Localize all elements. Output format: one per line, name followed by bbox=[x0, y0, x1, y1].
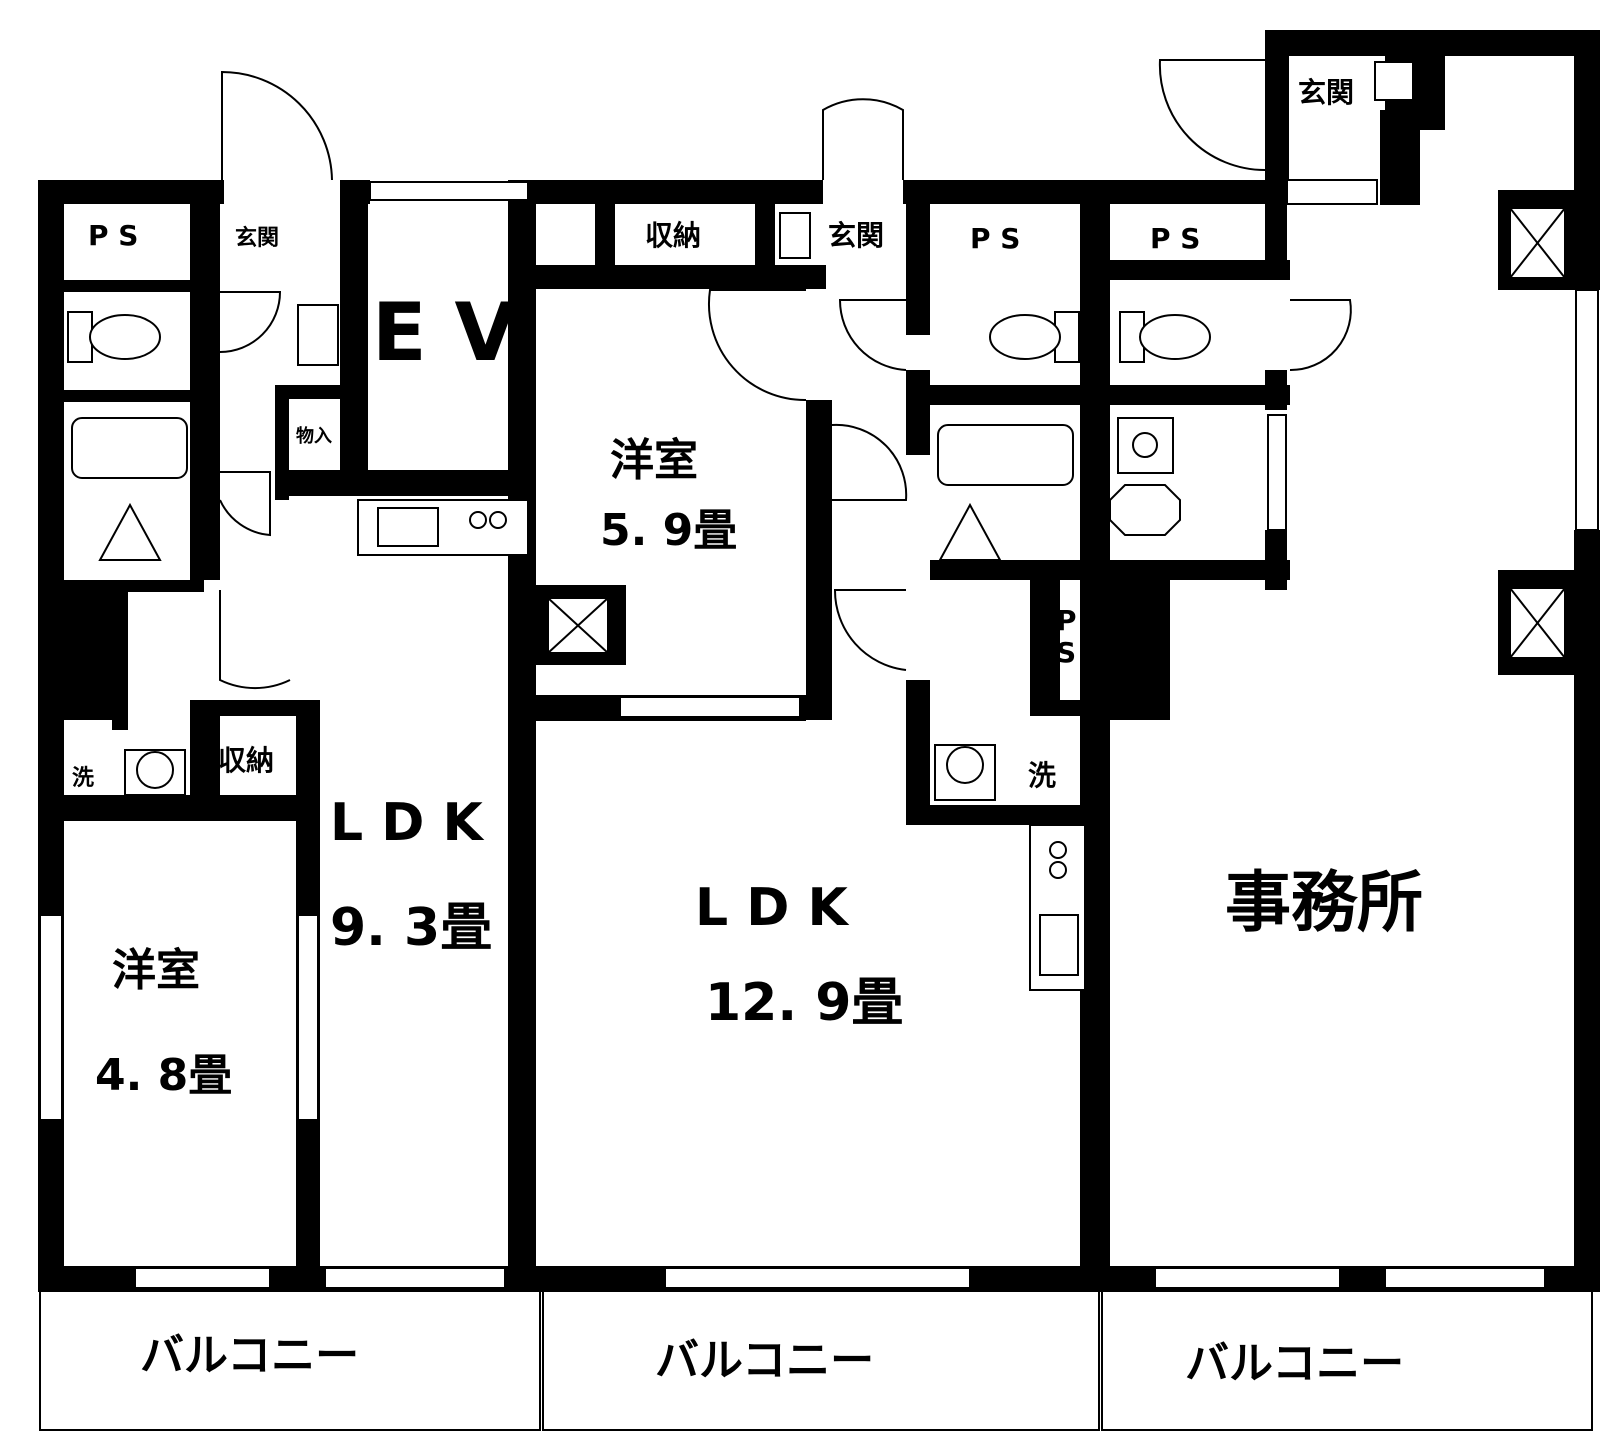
doors bbox=[219, 59, 1352, 690]
fixtures bbox=[67, 61, 1566, 991]
office-label: 事務所 bbox=[1225, 864, 1423, 941]
ldk-size: 12. 9畳 bbox=[705, 973, 903, 1033]
room-labels: P S 玄関 E V 物入 P S 洗 収納 洋室 4. 8畳 L D K 9.… bbox=[68, 76, 1423, 1389]
windows bbox=[39, 179, 1599, 1289]
ps-mid-v1: P bbox=[1056, 604, 1077, 637]
bathtub-icon bbox=[937, 424, 1074, 486]
genkan-label: 玄関 bbox=[1298, 76, 1354, 109]
ev-label: E V bbox=[372, 286, 517, 379]
ps-left-v1: P bbox=[68, 606, 89, 639]
ps-mid2-v1: P bbox=[1124, 604, 1145, 637]
bathtub-icon bbox=[71, 417, 188, 479]
monoire-label: 物入 bbox=[296, 425, 332, 447]
ps-label: P S bbox=[88, 219, 138, 252]
storage-label: 収納 bbox=[645, 219, 701, 252]
toilet-icon bbox=[67, 311, 93, 363]
balcony-label: バルコニー bbox=[140, 1330, 359, 1381]
western-room-size: 4. 8畳 bbox=[95, 1050, 232, 1101]
genkan-label: 玄関 bbox=[235, 225, 279, 251]
ldk-label: L D K bbox=[695, 878, 850, 938]
ps-label: P S bbox=[970, 222, 1020, 255]
balcony-label: バルコニー bbox=[1185, 1338, 1404, 1389]
ps-left-v2: S bbox=[68, 639, 88, 672]
western-room-size: 5. 9畳 bbox=[600, 505, 737, 556]
wash-label: 洗 bbox=[72, 766, 94, 791]
balcony-label: バルコニー bbox=[655, 1335, 874, 1386]
wash-label: 洗 bbox=[1028, 759, 1056, 792]
ps-mid-v2: S bbox=[1056, 636, 1076, 669]
ps-label: P S bbox=[1150, 222, 1200, 255]
western-room-label: 洋室 bbox=[610, 435, 698, 486]
genkan-label: 玄関 bbox=[828, 219, 884, 252]
storage-label: 収納 bbox=[218, 744, 274, 777]
ps-mid2-v2: S bbox=[1124, 636, 1144, 669]
ldk-label: L D K bbox=[330, 793, 485, 853]
ldk-size: 9. 3畳 bbox=[330, 898, 492, 958]
walls bbox=[38, 30, 1600, 1292]
western-room-label: 洋室 bbox=[112, 945, 200, 996]
